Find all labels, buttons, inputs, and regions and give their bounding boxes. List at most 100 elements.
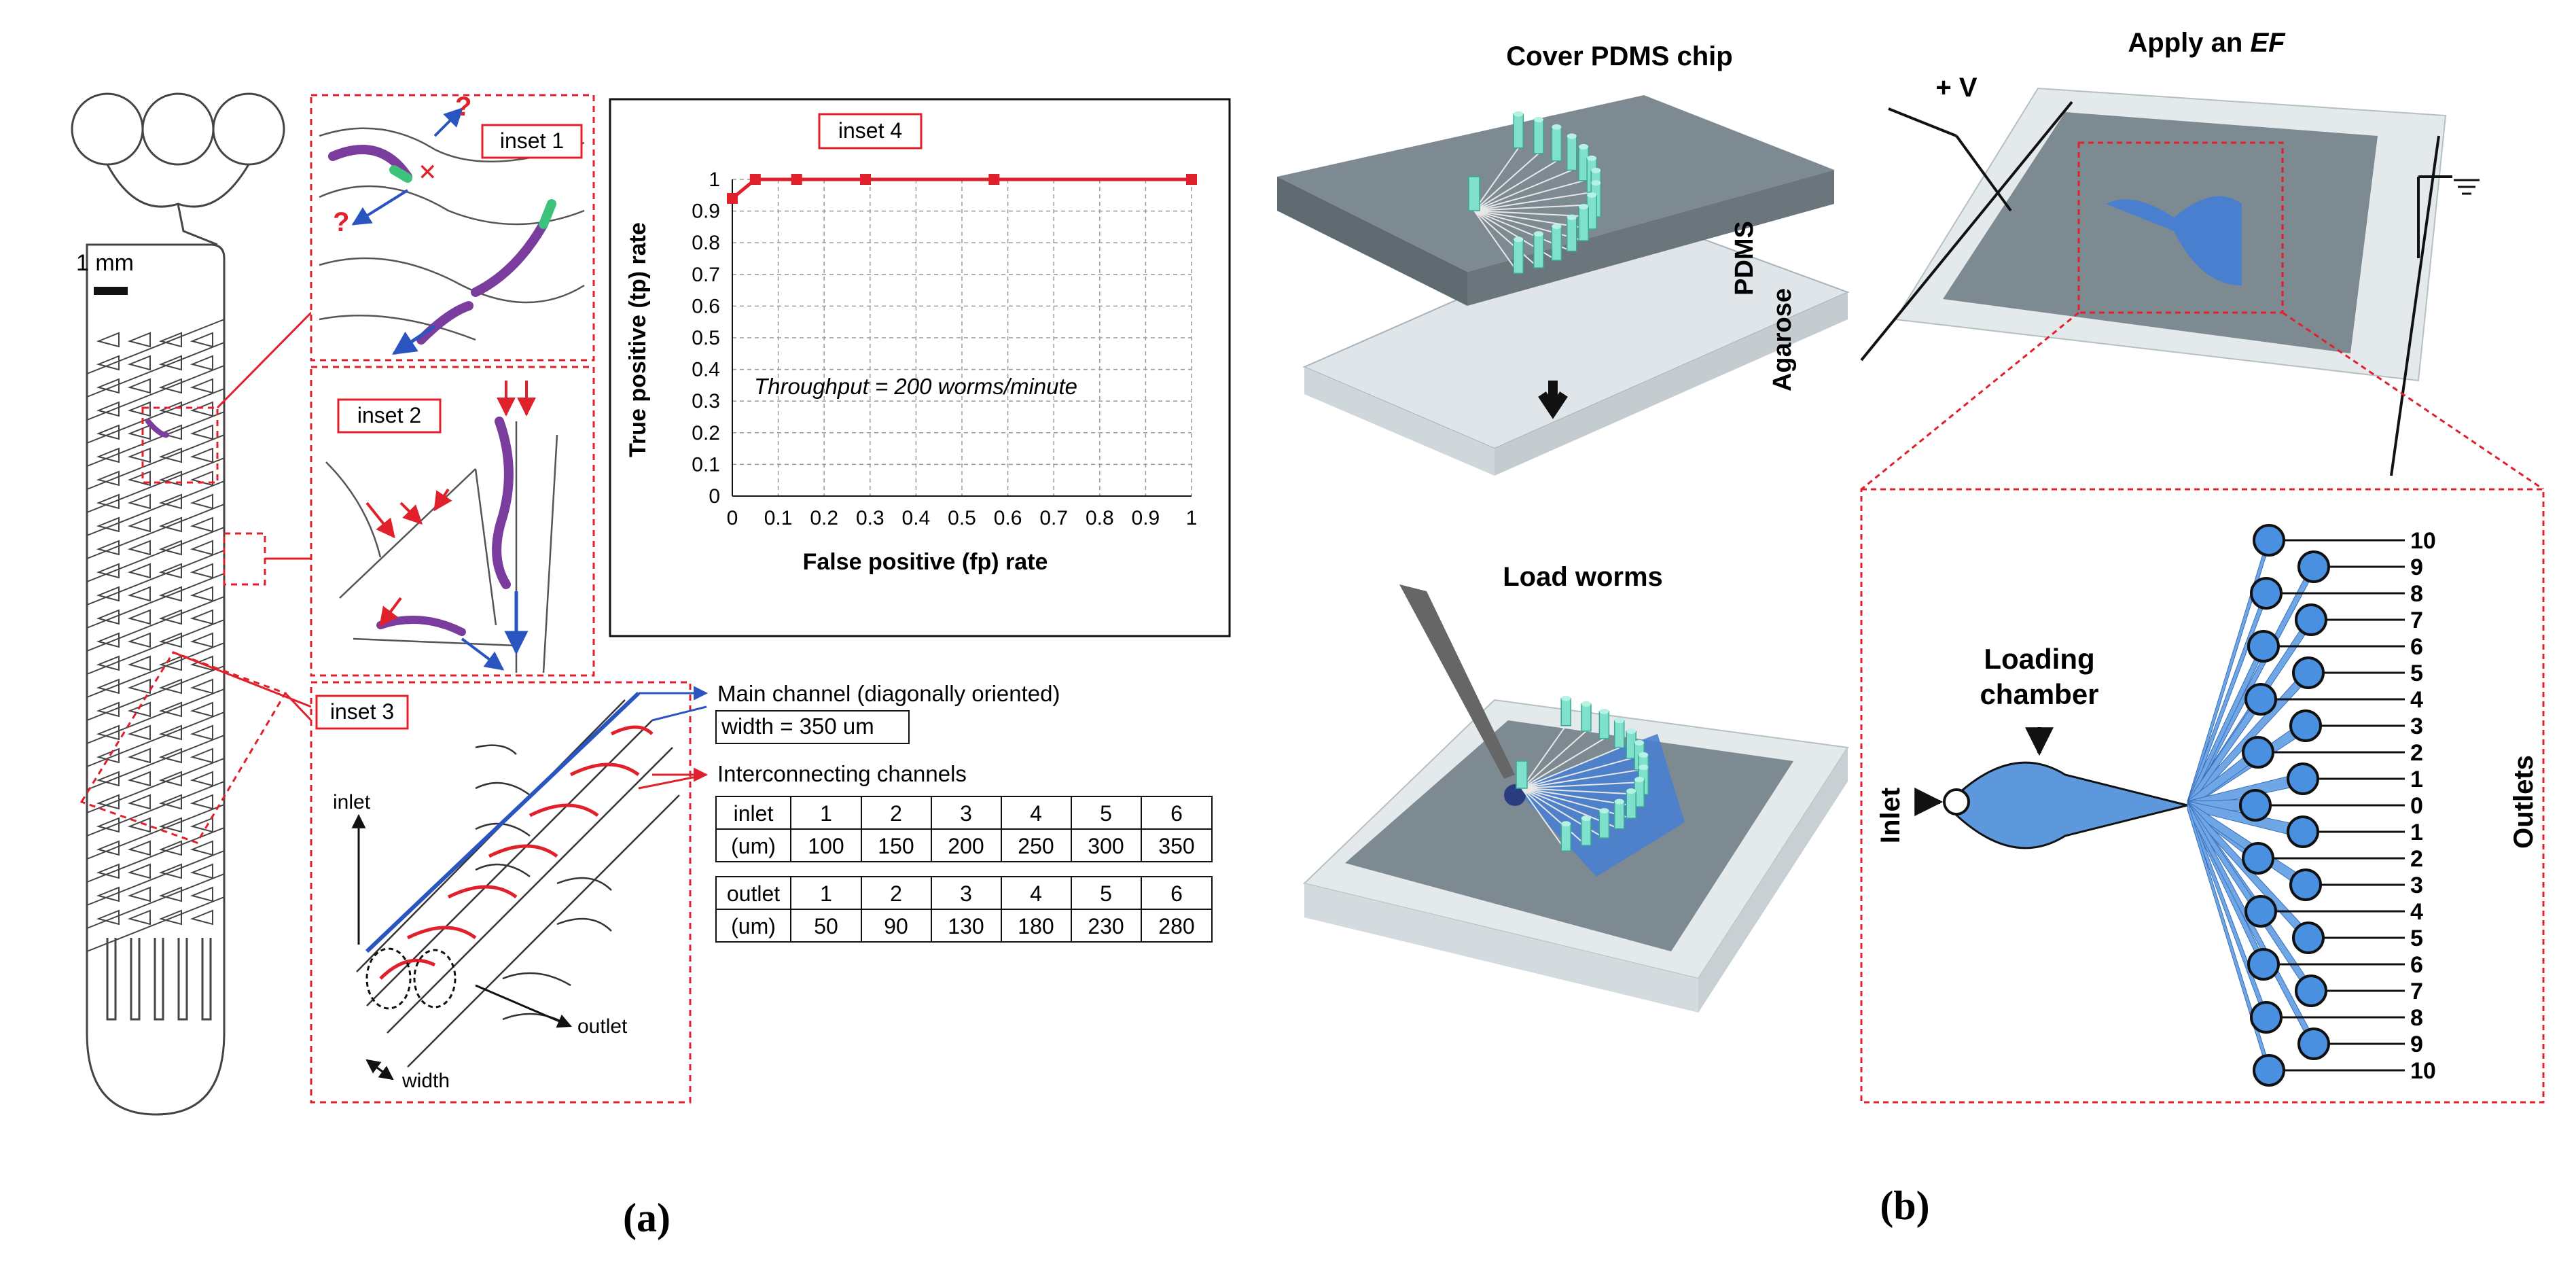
pillar-channel xyxy=(1473,179,1584,211)
agarose-label: Agarose xyxy=(1768,288,1797,391)
outlet-port xyxy=(2295,603,2327,636)
chart-point xyxy=(727,192,738,204)
step-apply-title: Apply an EF xyxy=(2128,28,2286,58)
pillar-channel xyxy=(1521,731,1587,789)
outlet-number: 2 xyxy=(2410,846,2423,872)
sieve-post xyxy=(158,701,182,718)
pillar xyxy=(1578,206,1589,241)
pillar-top xyxy=(1552,124,1562,130)
chart-y-tick: 0.6 xyxy=(692,295,720,317)
sieve-post xyxy=(158,771,182,787)
pillar xyxy=(1533,233,1544,268)
device-channel xyxy=(86,527,225,582)
outlet-port xyxy=(2247,630,2280,663)
sieve-post xyxy=(158,886,182,902)
pillar xyxy=(1598,711,1610,739)
pillar-channel xyxy=(1473,147,1520,211)
chart-point xyxy=(988,174,1000,185)
device-channel xyxy=(86,758,225,813)
sieve-post xyxy=(127,863,151,879)
pillar-channel xyxy=(1521,788,1587,846)
sieve-post xyxy=(96,771,120,787)
sieve-post xyxy=(96,655,120,671)
chart-y-tick: 0.8 xyxy=(692,232,720,254)
pillar-channel xyxy=(1521,781,1644,789)
outlet-number: 4 xyxy=(2410,899,2423,925)
pillar-channel xyxy=(1473,203,1596,211)
apply-ef: EF xyxy=(2250,28,2286,58)
svg-text:?: ? xyxy=(333,207,349,237)
table-cell: 200 xyxy=(948,834,984,858)
outlet-port xyxy=(2253,524,2285,557)
pillar-top xyxy=(1639,765,1649,771)
outlet-number: 7 xyxy=(2410,979,2423,1004)
pillar-top xyxy=(1552,224,1562,230)
callouts: Main channel (diagonally oriented) width… xyxy=(638,681,1060,790)
sieve-post xyxy=(190,817,213,833)
sieve-post xyxy=(127,332,151,348)
sieve-post xyxy=(158,817,182,833)
device-drawing xyxy=(71,92,312,1116)
pillar-top xyxy=(1614,718,1624,724)
outlet-number: 9 xyxy=(2410,1032,2423,1057)
outlet-number: 8 xyxy=(2410,581,2423,607)
worm xyxy=(145,419,169,438)
outlet-port xyxy=(2242,842,2274,875)
chart-y-tick: 0.7 xyxy=(692,264,720,286)
table-inlet: inlet 1 2 3 4 5 6 (um) 100 150 200 250 3… xyxy=(715,796,1213,862)
zoom-box-2 xyxy=(223,532,266,586)
inlet-pillar xyxy=(1468,176,1480,211)
table-cell: 130 xyxy=(948,914,984,938)
inset-2: inset 2 xyxy=(310,366,595,677)
outlet-number: 0 xyxy=(2410,793,2423,819)
step-load-title: Load worms xyxy=(1503,562,1663,592)
chart-y-tick: 0.4 xyxy=(692,359,720,381)
device-channel xyxy=(86,735,225,790)
outlet-port xyxy=(2297,550,2330,583)
table-cell: 2 xyxy=(890,881,902,906)
chart-y-tick: 0.2 xyxy=(692,422,720,444)
chart-y-tick: 0.9 xyxy=(692,200,720,223)
sieve-post xyxy=(127,401,151,417)
outlet-port xyxy=(2244,683,2277,716)
sieve-post xyxy=(127,470,151,487)
sieve-post xyxy=(127,840,151,856)
sieve-post xyxy=(96,540,120,556)
sieve-post xyxy=(127,609,151,625)
table-cell: 5 xyxy=(1100,881,1112,906)
cover-step-illustration xyxy=(1277,95,1850,476)
sieve-post xyxy=(127,748,151,764)
outlet-number: 1 xyxy=(2410,767,2423,792)
sieve-post xyxy=(127,563,151,579)
pillar-top xyxy=(1533,116,1543,122)
device-channel xyxy=(86,457,225,513)
inset-1-label: inset 1 xyxy=(500,128,564,153)
pillar-channel xyxy=(1473,160,1557,211)
device-channel xyxy=(86,365,225,421)
outlet-port xyxy=(2289,868,2322,901)
table-cell: 1 xyxy=(820,801,832,826)
chart-y-tick: 0.1 xyxy=(692,453,720,476)
table-cell: 4 xyxy=(1030,881,1042,906)
sieve-post xyxy=(96,609,120,625)
device-channel xyxy=(86,388,225,444)
pillar xyxy=(1581,703,1592,732)
chart-point xyxy=(1186,174,1197,185)
table-cell: (um) xyxy=(731,914,776,938)
outlet-number: 3 xyxy=(2410,873,2423,898)
pillar-top xyxy=(1639,752,1649,758)
table-cell: 3 xyxy=(960,801,972,826)
sieve-post xyxy=(190,701,213,718)
sieve-post xyxy=(96,632,120,648)
sieve-post xyxy=(158,355,182,371)
pillar xyxy=(1560,697,1571,726)
outlet-number: 5 xyxy=(2410,661,2423,686)
sieve-post xyxy=(127,886,151,902)
sieve-post xyxy=(127,378,151,394)
sieve-post xyxy=(96,794,120,810)
sieve-post xyxy=(158,909,182,926)
table-cell: 150 xyxy=(878,834,914,858)
pillar-top xyxy=(1533,231,1543,237)
outlet-port xyxy=(2289,709,2322,742)
